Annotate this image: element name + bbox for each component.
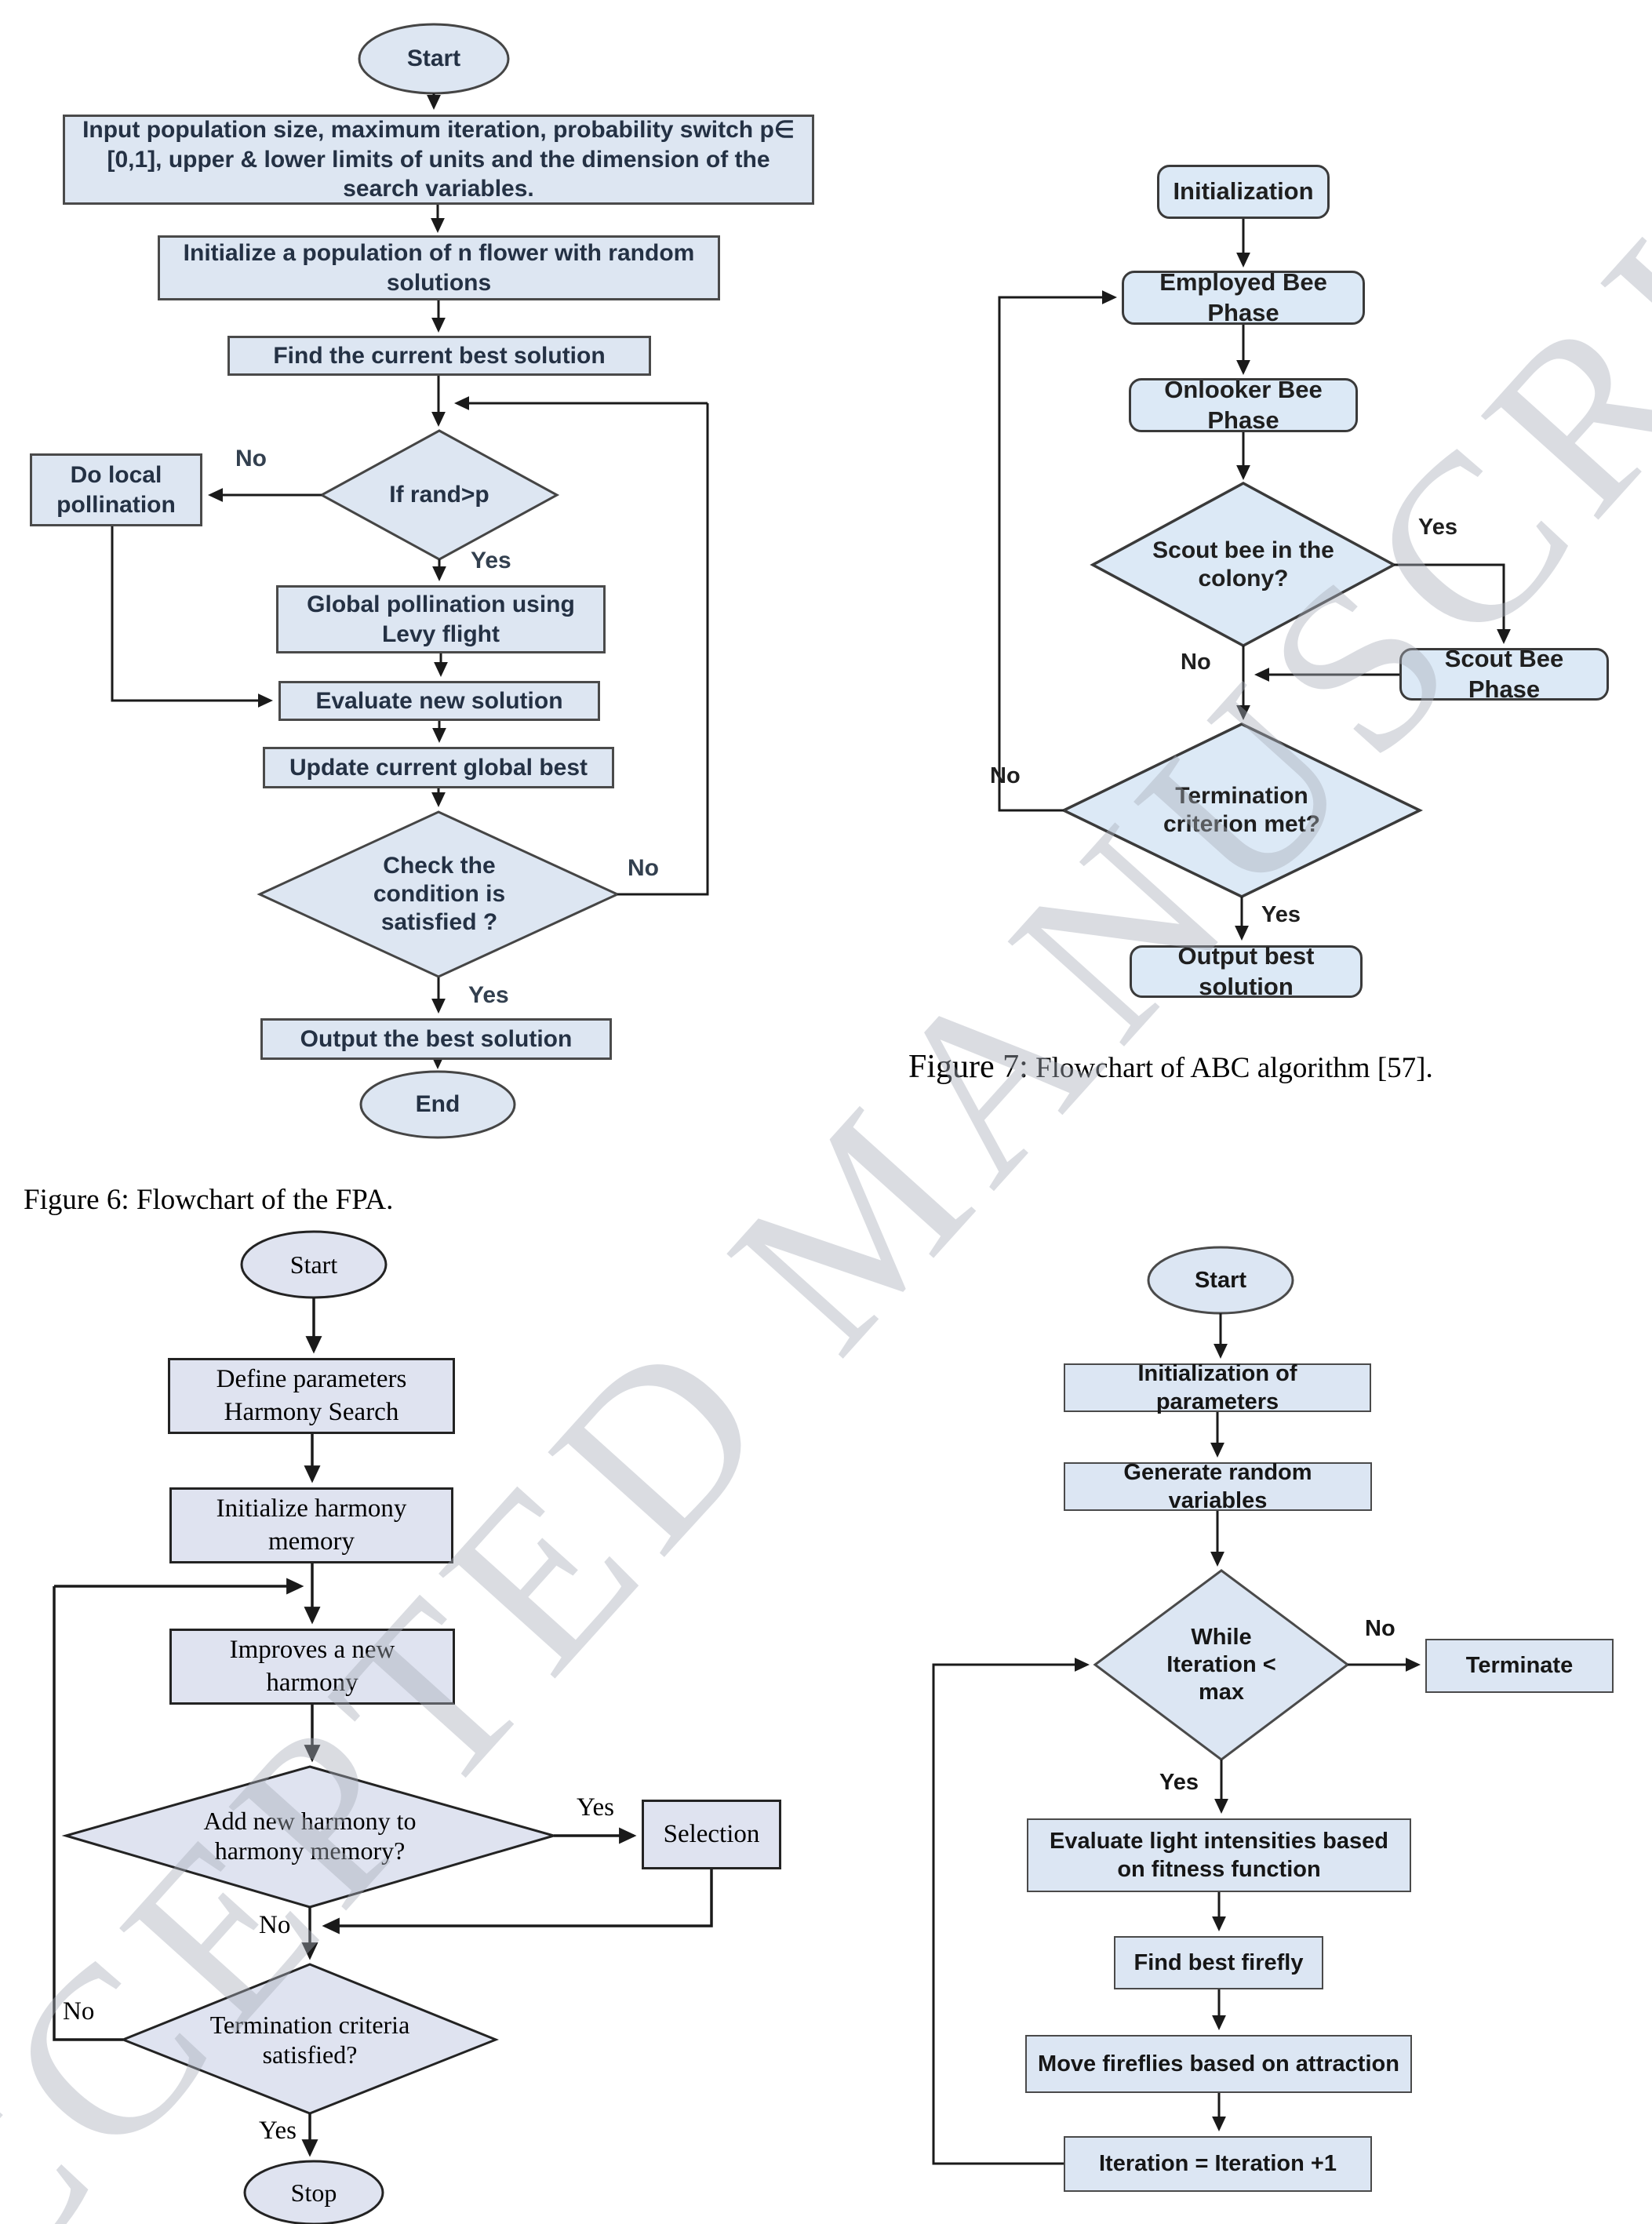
hs-initialize-memory-step: Initialize harmony memory xyxy=(169,1487,453,1563)
abc-output-step: Output best solution xyxy=(1130,942,1363,1000)
abc-onlooker-bee-step: Onlooker Bee Phase xyxy=(1129,376,1358,434)
abc-scout-decision-diamond xyxy=(1090,482,1397,647)
ff-iterate-loop-line xyxy=(932,1658,1090,2165)
hs-stop-terminator xyxy=(243,2160,384,2224)
hs-add-decision-diamond xyxy=(61,1765,559,1909)
ff-move-fireflies-step: Move fireflies based on attraction xyxy=(1025,2035,1412,2093)
hs-define-parameters-step: Define parameters Harmony Search xyxy=(168,1358,455,1434)
fpa-label-yes-output: Yes xyxy=(468,982,509,1008)
fpa-end-terminator xyxy=(359,1070,516,1139)
hs-selection-step: Selection xyxy=(642,1800,781,1869)
hs-label-yes-stop: Yes xyxy=(259,2117,297,2145)
fpa-no-loop-line xyxy=(617,403,709,896)
ff-generate-variables-step: Generate random variables xyxy=(1064,1460,1372,1513)
hs-selection-return-line xyxy=(322,1869,713,1935)
fpa-evaluate-step: Evaluate new solution xyxy=(278,681,600,721)
fpa-label-yes-global: Yes xyxy=(471,548,511,573)
abc-initialization-step: Initialization xyxy=(1157,165,1330,219)
ff-label-no-terminate: No xyxy=(1365,1616,1395,1641)
ff-while-decision-diamond xyxy=(1093,1569,1350,1761)
fpa-update-best-step: Update current global best xyxy=(263,747,614,788)
fpa-condition-decision-diamond xyxy=(257,810,620,978)
ff-iteration-increment-step: Iteration = Iteration +1 xyxy=(1064,2136,1372,2192)
abc-termination-decision-diamond xyxy=(1060,723,1424,898)
hs-termination-decision-diamond xyxy=(119,1963,500,2115)
abc-label-yes-scout: Yes xyxy=(1418,515,1457,540)
abc-label-yes-output: Yes xyxy=(1261,902,1301,927)
figure6-caption: Figure 6: Flowchart of the FPA. xyxy=(24,1184,394,1216)
fpa-rand-decision-diamond xyxy=(318,429,560,561)
ff-evaluate-intensities-step: Evaluate light intensities based on fitn… xyxy=(1027,1818,1411,1892)
hs-improvise-harmony-step: Improves a new harmony xyxy=(169,1629,455,1705)
figure7-caption-prefix: Figure 7: xyxy=(908,1049,1028,1085)
ff-label-yes-evaluate: Yes xyxy=(1159,1770,1199,1795)
figure7-caption-rest: Flowchart of ABC algorithm [57]. xyxy=(1028,1052,1433,1084)
ff-find-best-firefly-step: Find best firefly xyxy=(1114,1936,1323,1989)
hs-start-terminator xyxy=(240,1230,388,1299)
fpa-initialize-population-step: Initialize a population of n flower with… xyxy=(158,235,720,300)
fpa-input-step: Input population size, maximum iteration… xyxy=(63,115,814,205)
abc-no-loop-line xyxy=(998,290,1117,812)
abc-yes-scoutphase-line xyxy=(1394,563,1511,644)
fpa-find-best-step: Find the current best solution xyxy=(227,336,651,376)
fpa-start-terminator xyxy=(358,23,510,95)
fpa-label-no-loop: No xyxy=(628,855,659,881)
hs-label-no-add: No xyxy=(259,1911,291,1939)
ff-terminate-step: Terminate xyxy=(1425,1639,1614,1693)
hs-label-no-loop: No xyxy=(63,1997,95,2026)
abc-label-no-scout: No xyxy=(1181,650,1211,675)
fpa-label-no-local: No xyxy=(235,446,267,471)
ff-start-terminator xyxy=(1147,1246,1294,1315)
abc-employed-bee-step: Employed Bee Phase xyxy=(1122,268,1365,326)
abc-scout-bee-phase-step: Scout Bee Phase xyxy=(1399,645,1609,703)
fpa-dolocal-evaluate-line xyxy=(111,526,273,708)
figure7-caption: Figure 7: Flowchart of ABC algorithm [57… xyxy=(908,1048,1433,1086)
fpa-global-pollination-step: Global pollination using Levy flight xyxy=(276,585,606,653)
fpa-do-local-pollination-step: Do local pollination xyxy=(30,453,202,526)
fpa-output-step: Output the best solution xyxy=(260,1018,612,1060)
ff-initialization-step: Initialization of parameters xyxy=(1064,1361,1371,1414)
abc-label-no-loop: No xyxy=(990,763,1021,788)
hs-label-yes-selection: Yes xyxy=(577,1793,615,1822)
hs-no-loop-line xyxy=(53,1586,123,2041)
